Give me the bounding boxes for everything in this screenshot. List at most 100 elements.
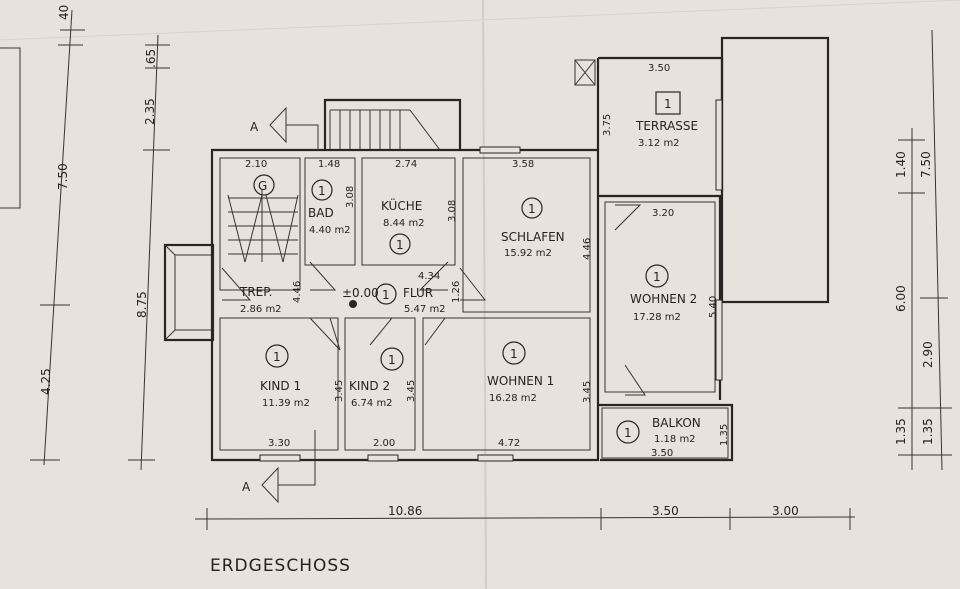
dim-label: 1.26	[451, 281, 462, 303]
room-balkon	[601, 407, 729, 459]
room-wohnen-1	[422, 317, 591, 451]
dim-label: .65	[144, 49, 158, 68]
room-area: 17.28 m2	[633, 312, 681, 323]
left-dimension-chain-inner: .65 2.35 8.75	[128, 34, 170, 471]
room-marker	[616, 420, 640, 444]
room-marker	[265, 344, 289, 368]
room-area: 15.92 m2	[504, 248, 552, 259]
dim-label: 6.00	[894, 285, 908, 312]
room-marker-label: 1	[382, 288, 390, 302]
room-marker	[521, 197, 543, 219]
dim-label: 3.45	[582, 381, 593, 403]
level-marker-icon	[349, 300, 357, 308]
dim-label: 3.75	[602, 114, 613, 136]
dim-label: 1.35	[921, 418, 935, 445]
dim-label: 8.75	[135, 291, 149, 318]
room-marker-label: 1	[510, 347, 518, 361]
room-marker-label: 1	[273, 350, 281, 364]
dim-label: 1.35	[719, 424, 730, 446]
dim-label: 2.10	[245, 159, 267, 170]
dim-label: 3.00	[772, 504, 799, 518]
dim-label: 4.25	[39, 368, 53, 395]
dim-label: 2.35	[143, 98, 157, 125]
room-area: 11.39 m2	[262, 398, 310, 409]
dim-label: 2.90	[921, 341, 935, 368]
room-marker	[311, 179, 333, 201]
stair-marker-label: G	[258, 179, 267, 193]
room-area: 5.47 m2	[404, 304, 446, 315]
section-label: A	[242, 480, 251, 494]
room-name: FLUR	[403, 286, 433, 300]
dim-label: 3.08	[345, 186, 356, 208]
room-marker	[389, 233, 411, 255]
plan-title: ERDGESCHOSS	[210, 556, 351, 576]
dim-label: 4.46	[582, 238, 593, 260]
room-marker	[645, 264, 669, 288]
bottom-dimension-chain: 10.86 3.50 3.00	[194, 504, 856, 530]
paper-fold	[482, 0, 487, 589]
room-name: TREP.	[239, 285, 272, 299]
room-kind-1	[219, 317, 339, 451]
dim-label: 1.40	[894, 151, 908, 178]
room-area: 16.28 m2	[489, 393, 537, 404]
room-marker-label: 1	[318, 184, 326, 198]
room-marker-label: 1	[664, 97, 672, 111]
dim-label: 3.45	[334, 380, 345, 402]
dim-label: 3.45	[406, 380, 417, 402]
exterior-stairs	[323, 98, 462, 151]
dim-label: 3.50	[652, 504, 679, 518]
room-area: 3.12 m2	[638, 138, 680, 149]
room-marker-label: 1	[528, 202, 536, 216]
room-name: SCHLAFEN	[501, 230, 565, 244]
dim-label: 3.50	[651, 448, 673, 459]
dim-label: 4.34	[418, 271, 440, 282]
dim-label: 3.20	[652, 208, 674, 219]
dim-label: 40	[57, 5, 71, 20]
level-label: ±0.00	[342, 286, 379, 300]
room-name: WOHNEN 2	[630, 292, 697, 306]
dim-label: 1.35	[894, 418, 908, 445]
interior-stairs	[227, 190, 299, 263]
dim-label: 4.72	[498, 438, 520, 449]
door-swings	[221, 204, 646, 396]
room-name: KIND 2	[349, 379, 390, 393]
dim-label: 3.50	[648, 63, 670, 74]
room-marker	[502, 341, 526, 365]
chimney	[574, 59, 596, 86]
dim-label: 7.50	[56, 163, 70, 190]
room-area: 8.44 m2	[383, 218, 425, 229]
room-marker-label: 1	[624, 426, 632, 440]
room-marker	[380, 347, 404, 371]
room-marker-label: 1	[653, 270, 661, 284]
room-marker	[375, 283, 397, 305]
section-label: A	[250, 120, 259, 134]
stair-marker: G	[253, 174, 275, 196]
room-wohnen-2	[604, 201, 716, 393]
section-marker-top: A	[250, 106, 319, 150]
room-marker-label: 1	[396, 238, 404, 252]
room-name: KÜCHE	[381, 197, 422, 213]
room-area: 6.74 m2	[351, 398, 393, 409]
dim-label: 5.40	[708, 296, 719, 318]
adjacent-building	[0, 47, 21, 209]
room-marker	[655, 91, 681, 115]
room-name: WOHNEN 1	[487, 374, 554, 388]
right-dimension-chains: 1.40 6.00 1.35 7.50 2.90 1.35	[894, 29, 952, 471]
section-marker-bottom: A	[242, 430, 316, 504]
dim-label: 10.86	[388, 504, 422, 518]
room-schlafen	[462, 157, 591, 313]
dim-label: 2.00	[373, 438, 395, 449]
exterior-wall	[210, 148, 600, 462]
windows	[259, 99, 723, 462]
room-area: 4.40 m2	[309, 225, 351, 236]
room-name: BAD	[308, 206, 334, 220]
dim-label: 3.58	[512, 159, 534, 170]
paper-edge	[0, 0, 960, 41]
room-kueche	[361, 157, 456, 266]
staircase-room	[219, 157, 301, 291]
dim-label: 3.08	[447, 200, 458, 222]
room-name: BALKON	[652, 416, 701, 430]
room-area: 2.86 m2	[240, 304, 282, 315]
